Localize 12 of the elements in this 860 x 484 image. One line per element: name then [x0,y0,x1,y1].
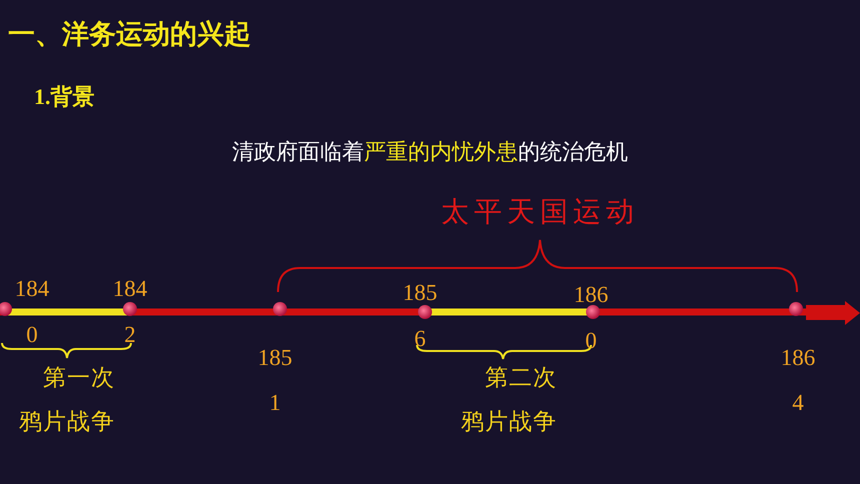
section-heading: 1.背景 [34,83,94,111]
year-label: 184 0 [14,275,50,349]
slide-title: 一、洋务运动的兴起 [8,18,251,52]
year-label: 184 2 [112,275,148,349]
year-label: 185 6 [402,279,438,353]
event-label: 第一次鸦片战争 [18,364,116,437]
year-label: 186 4 [780,344,816,417]
year-label: 186 0 [572,281,610,355]
brace-label: 太平天国运动 [440,194,640,230]
event-label: 第二次鸦片战争 [460,364,558,437]
year-label: 185 1 [256,344,294,417]
sentence: 清政府面临着严重的内忧外患的统治危机 [231,139,629,167]
